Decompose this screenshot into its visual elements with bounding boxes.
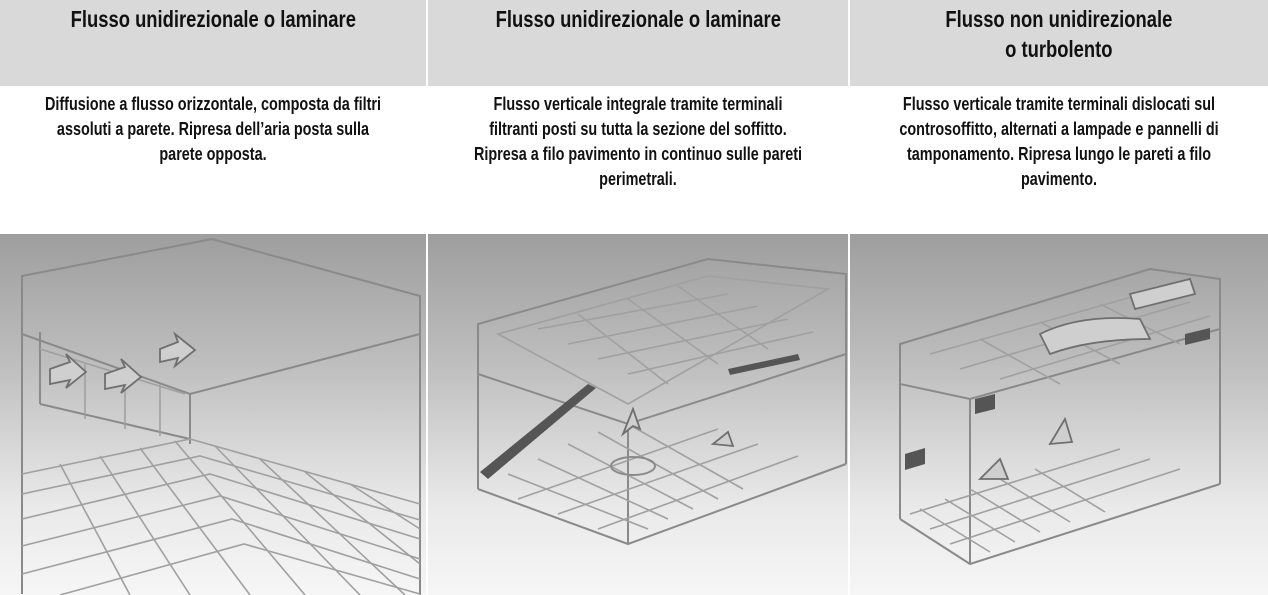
room-illustration-horizontal-flow bbox=[0, 234, 426, 595]
column-header: Flusso unidirezionale o laminare bbox=[428, 0, 848, 86]
room-illustration-vertical-laminar-flow bbox=[428, 234, 848, 595]
column-description: Flusso verticale integrale tramite termi… bbox=[473, 94, 803, 189]
column-description-box: Diffusione a flusso orizzontale, compost… bbox=[0, 86, 426, 226]
column-horizontal-laminar: Flusso unidirezionale o laminare Diffusi… bbox=[0, 0, 426, 595]
column-title: Flusso non unidirezionale o turbolento bbox=[945, 6, 1173, 62]
column-header: Flusso non unidirezionale o turbolento bbox=[850, 0, 1268, 86]
column-description-box: Flusso verticale tramite terminali dislo… bbox=[850, 86, 1268, 226]
column-vertical-laminar: Flusso unidirezionale o laminare Flusso … bbox=[428, 0, 848, 595]
column-description-box: Flusso verticale integrale tramite termi… bbox=[428, 86, 848, 226]
column-description: Diffusione a flusso orizzontale, compost… bbox=[44, 94, 382, 164]
room-wireframe-drawing bbox=[477, 257, 847, 546]
column-title: Flusso unidirezionale o laminare bbox=[495, 6, 781, 32]
room-illustration-turbulent-flow bbox=[850, 234, 1268, 595]
room-wireframe-drawing bbox=[899, 267, 1221, 566]
column-title: Flusso unidirezionale o laminare bbox=[70, 6, 356, 32]
column-turbulent: Flusso non unidirezionale o turbolento F… bbox=[850, 0, 1268, 595]
room-wireframe-drawing bbox=[21, 237, 421, 595]
column-description: Flusso verticale tramite terminali dislo… bbox=[899, 94, 1219, 189]
column-header: Flusso unidirezionale o laminare bbox=[0, 0, 426, 86]
